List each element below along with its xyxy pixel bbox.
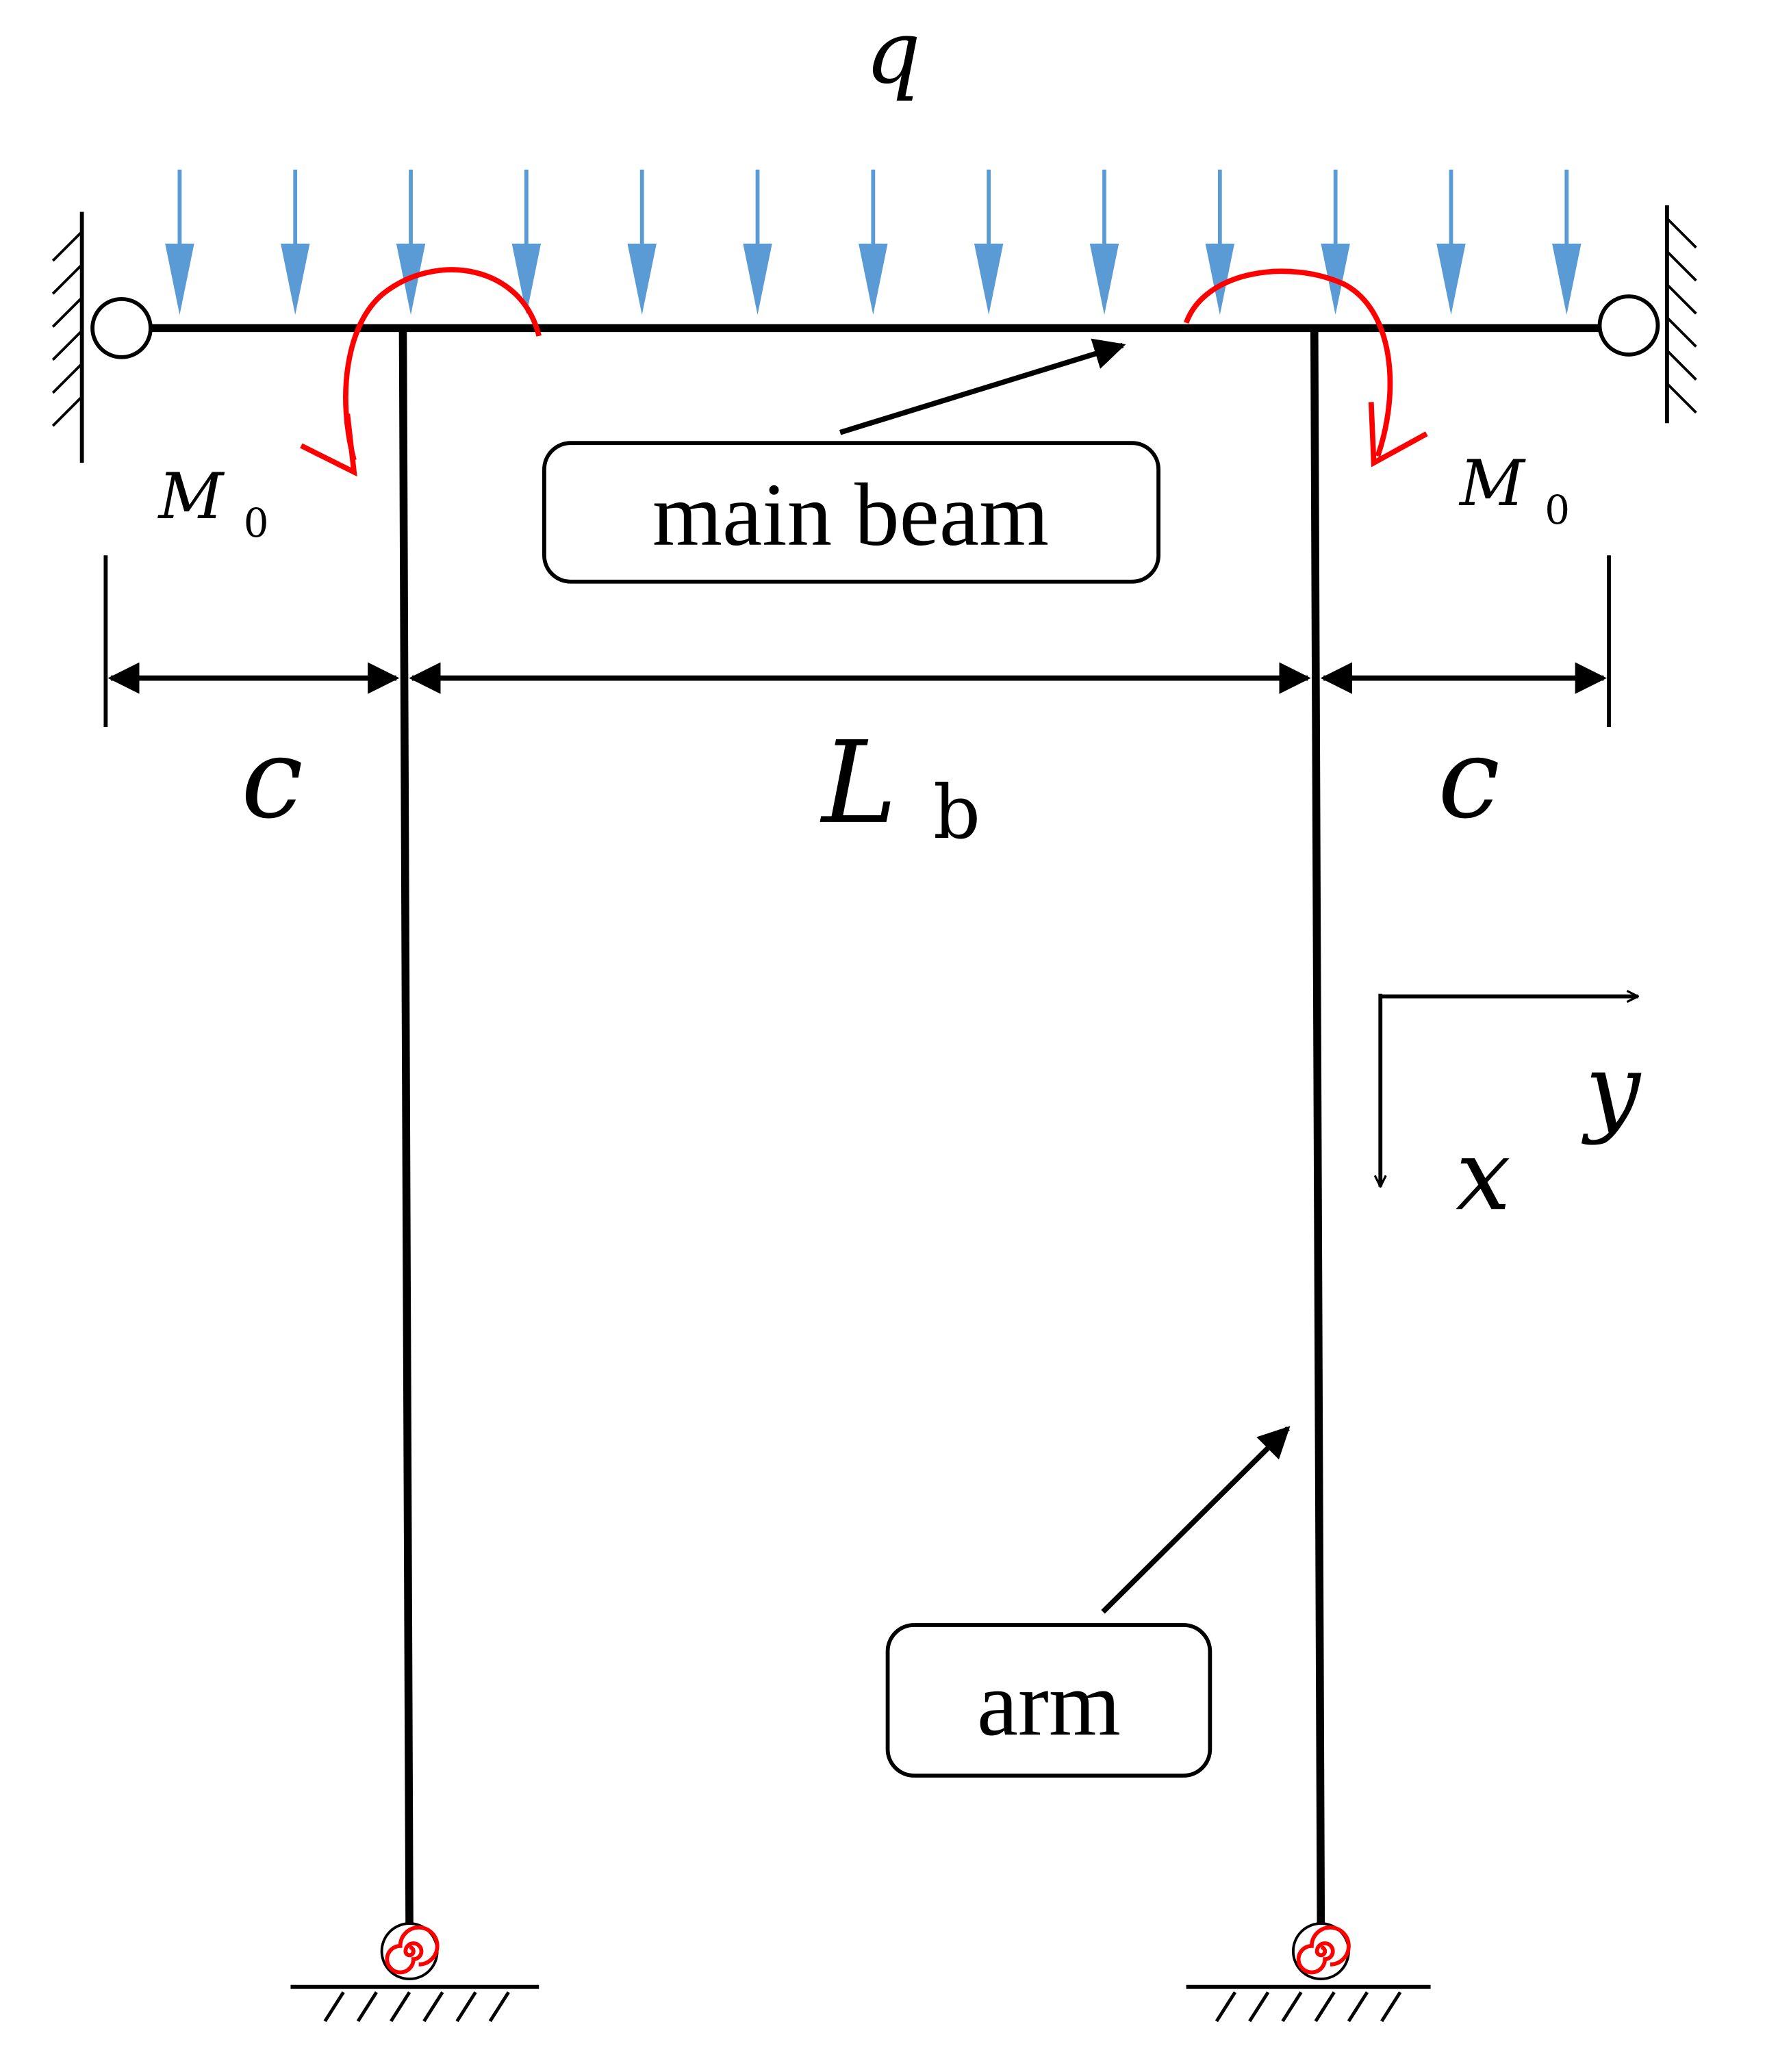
- moment-right-arrow: [1183, 268, 1428, 468]
- load-arrow: [1321, 169, 1350, 316]
- right-wall-hatch: [1666, 217, 1697, 414]
- span-symbol: L: [820, 717, 897, 849]
- pin-support-icon: [90, 296, 153, 359]
- left-wall-hatch: [51, 231, 83, 427]
- right-ground-hatch: [1215, 1991, 1402, 2023]
- load-label-q: q: [865, 2, 922, 103]
- pin-support-icon: [1597, 294, 1660, 357]
- moment-right-symbol: M: [1458, 446, 1526, 520]
- moment-left-subscript: 0: [244, 500, 269, 546]
- distributed-load-arrows: [165, 169, 1582, 316]
- axis-x-label: x: [1456, 1118, 1511, 1232]
- moment-left-symbol: M: [157, 459, 225, 533]
- right-arm: [1310, 331, 1325, 1943]
- moment-left-arrow: [300, 267, 542, 477]
- left-base: [290, 1922, 539, 2023]
- offset-left-label: c: [241, 715, 303, 843]
- left-support: [51, 212, 153, 463]
- load-arrow: [1089, 169, 1119, 316]
- main-beam-callout: main beam: [542, 338, 1160, 584]
- left-ground-hatch: [323, 1991, 510, 2023]
- load-arrow: [511, 169, 542, 316]
- load-arrow: [396, 169, 426, 316]
- main-beam-label: main beam: [652, 465, 1049, 565]
- span-label: L b: [820, 717, 980, 856]
- right-base: [1186, 1922, 1431, 2023]
- load-arrow: [281, 169, 310, 316]
- left-arm: [398, 331, 414, 1943]
- load-arrow: [1436, 169, 1466, 316]
- offset-right-label: c: [1438, 715, 1500, 843]
- axis-y-label: y: [1581, 1032, 1642, 1147]
- right-support: [1597, 205, 1697, 424]
- moment-right-label: M 0: [1458, 446, 1570, 533]
- load-arrow: [165, 169, 194, 316]
- load-arrow: [1205, 169, 1235, 316]
- arm-label: arm: [977, 1653, 1121, 1755]
- load-arrow: [859, 169, 888, 316]
- span-subscript: b: [933, 770, 980, 856]
- moment-right-subscript: 0: [1545, 487, 1570, 533]
- moment-left-label: M 0: [157, 459, 269, 546]
- load-arrow: [627, 169, 657, 316]
- load-arrow: [743, 169, 772, 316]
- coordinate-axes: y x: [1380, 994, 1642, 1232]
- arm-callout: arm: [885, 1426, 1291, 1778]
- dimension-lines: [103, 555, 1611, 728]
- load-arrow: [974, 169, 1004, 316]
- load-arrow: [1552, 169, 1582, 316]
